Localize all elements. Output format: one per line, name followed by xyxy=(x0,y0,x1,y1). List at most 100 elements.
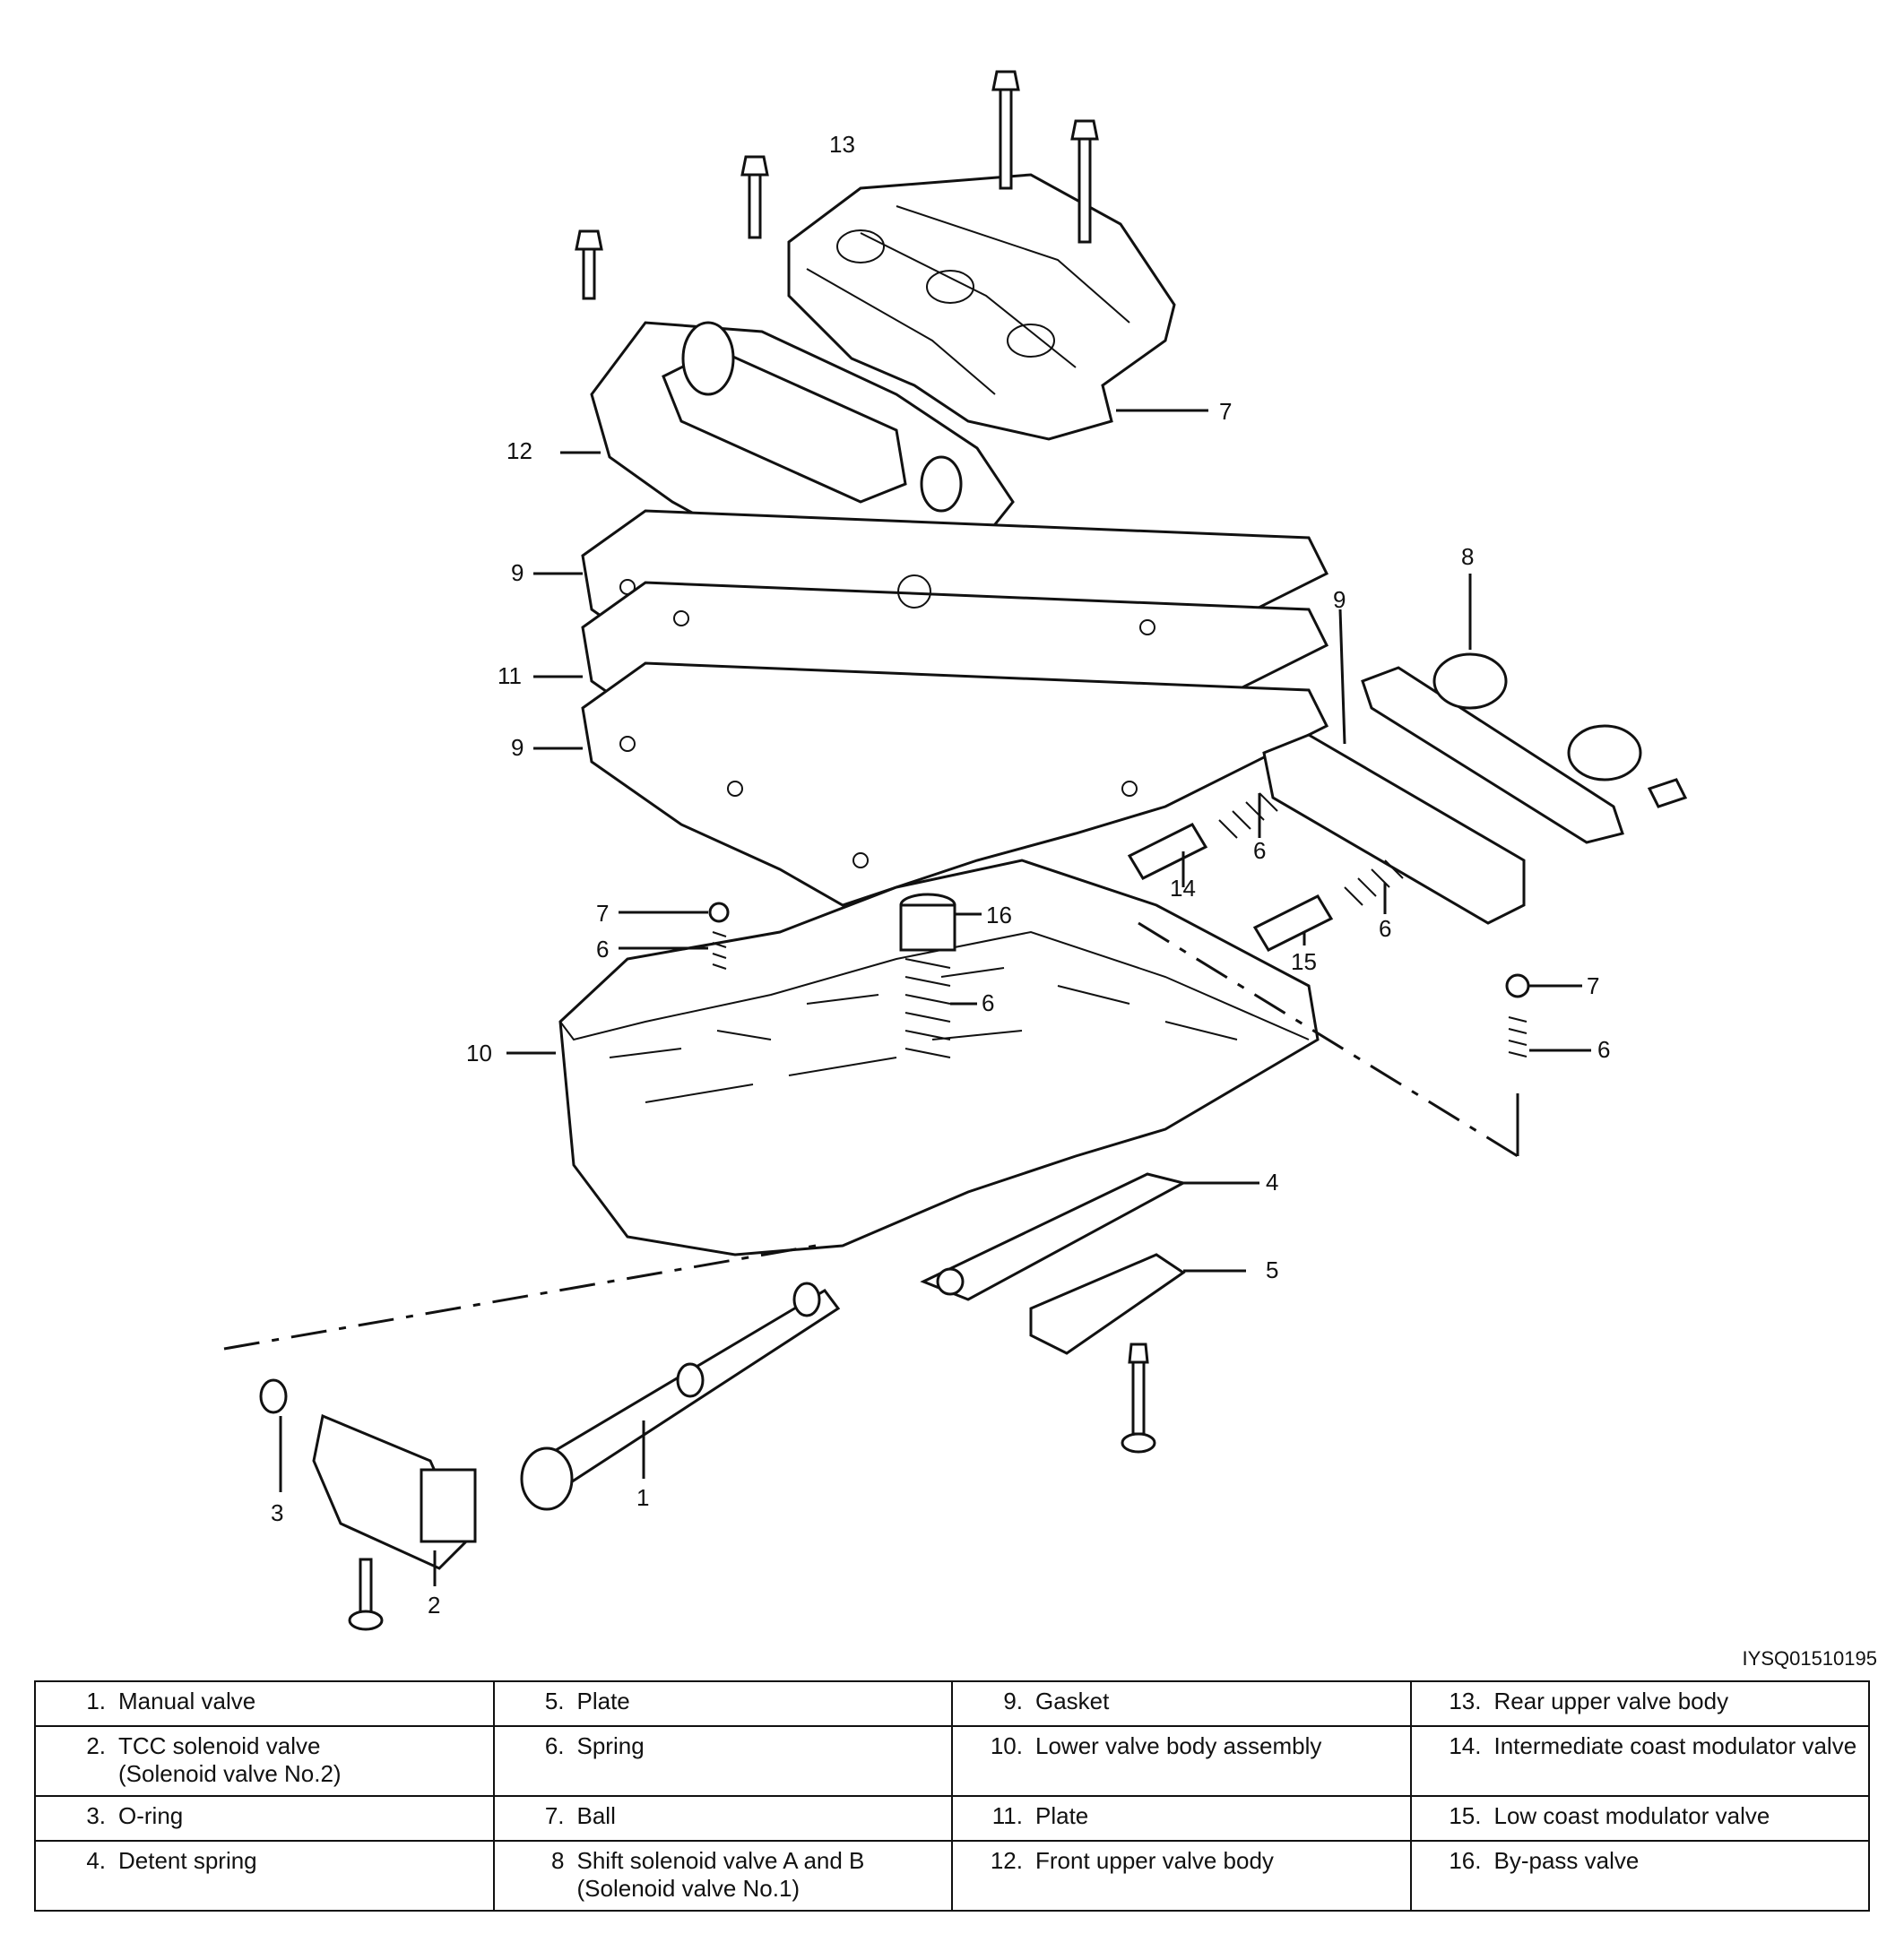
legend-item-label: Ball xyxy=(577,1802,616,1830)
legend-item-text: Ball xyxy=(576,1802,616,1829)
legend-item-number: 9. xyxy=(1003,1688,1023,1714)
legend-item-label: Low coast modulator valve xyxy=(1494,1802,1770,1830)
legend-item-label: Lower valve body assembly xyxy=(1035,1732,1321,1760)
legend-row: 2.TCC solenoid valve(Solenoid valve No.2… xyxy=(34,1725,1870,1797)
legend-cell: 13. Rear upper valve body xyxy=(1409,1680,1870,1727)
callout-6: 6 xyxy=(596,936,609,963)
callout-4: 4 xyxy=(1266,1169,1278,1196)
legend-cell: 4. Detent spring xyxy=(34,1840,495,1912)
legend-item-text: Front upper valve body xyxy=(1035,1847,1274,1874)
legend-item-text: Manual valve xyxy=(118,1688,256,1714)
figure-code: IYSQ01510195 xyxy=(1742,1647,1877,1670)
solenoid-gasket xyxy=(1262,733,1526,925)
callout-2: 2 xyxy=(428,1592,440,1619)
legend-item-label: By-pass valve xyxy=(1494,1847,1640,1875)
callout-5: 5 xyxy=(1266,1256,1278,1283)
manual-valve xyxy=(520,1282,841,1511)
legend-cell: 16.By-pass valve xyxy=(1409,1840,1870,1912)
callout-12: 12 xyxy=(506,437,532,464)
legend-item-label: Detent spring xyxy=(118,1847,257,1875)
legend-cell: 6. Spring xyxy=(492,1725,953,1797)
legend-item-label: Gasket xyxy=(1035,1688,1109,1715)
bypass-valve-and-spring xyxy=(899,893,956,1058)
callout-11: 11 xyxy=(498,662,522,689)
legend-item-label: Shift solenoid valve A and B(Solenoid va… xyxy=(577,1847,865,1903)
legend-item-text: Lower valve body assembly xyxy=(1035,1732,1322,1759)
legend-item-number: 6. xyxy=(544,1732,565,1759)
legend-item-text: By-pass valve xyxy=(1493,1847,1640,1874)
legend-item-text: Intermediate coast modulator valve xyxy=(1493,1732,1857,1759)
legend-cell: 2.TCC solenoid valve(Solenoid valve No.2… xyxy=(34,1725,495,1797)
leader-lines xyxy=(279,409,1591,1586)
legend-item-text: Spring xyxy=(576,1732,645,1759)
legend-cell: 14. Intermediate coast modulator valve xyxy=(1409,1725,1870,1797)
o-ring xyxy=(259,1378,288,1414)
callout-15: 15 xyxy=(1291,948,1317,975)
legend-cell: 7. Ball xyxy=(492,1795,953,1842)
legend-item-text: Low coast modulator valve xyxy=(1493,1802,1770,1829)
bolts-top xyxy=(575,70,1099,300)
exploded-valve-body-diagram: 13 12 7 9 11 9 8 9 6 14 6 15 7 16 6 6 7 … xyxy=(223,70,1688,1631)
legend-item-number: 14. xyxy=(1449,1732,1482,1759)
callout-labels: 13 12 7 9 11 9 8 9 6 14 6 15 7 16 6 6 7 … xyxy=(271,131,1610,1619)
legend-item-number: 13. xyxy=(1449,1688,1482,1714)
legend-item-text: TCC solenoid valve xyxy=(118,1732,321,1759)
legend-cell: 1. Manual valve xyxy=(34,1680,495,1727)
parts-legend: 1. Manual valve 5. Plate 9. Gasket 13. Rear upp… xyxy=(34,1680,1870,1912)
callout-7: 7 xyxy=(1219,398,1232,425)
gasket-holes xyxy=(619,574,1155,868)
callout-8: 8 xyxy=(1461,543,1474,570)
legend-item-label: O-ring xyxy=(118,1802,183,1830)
ball-and-spring-left xyxy=(708,902,730,970)
callout-1: 1 xyxy=(636,1484,649,1511)
legend-item-number: 1. xyxy=(86,1688,106,1714)
callout-6: 6 xyxy=(1253,837,1266,864)
callout-9: 9 xyxy=(511,559,524,586)
legend-item-text: Gasket xyxy=(1035,1688,1110,1714)
legend-item-text: Plate xyxy=(576,1688,630,1714)
legend-item-label: Rear upper valve body xyxy=(1494,1688,1729,1715)
legend-item-text: Detent spring xyxy=(118,1847,257,1874)
legend-cell: 9. Gasket xyxy=(951,1680,1412,1727)
legend-item-label: Manual valve xyxy=(118,1688,255,1715)
legend-cell: 8 Shift solenoid valve A and B(Solenoid v… xyxy=(492,1840,953,1912)
legend-item-text: O-ring xyxy=(118,1802,184,1829)
callout-6: 6 xyxy=(1597,1036,1610,1063)
legend-row: 1. Manual valve 5. Plate 9. Gasket 13. Rear upp… xyxy=(34,1680,1870,1727)
plate-5 xyxy=(1029,1253,1186,1454)
callout-6: 6 xyxy=(1379,915,1391,942)
legend-item-number: 4. xyxy=(86,1847,106,1874)
callout-16: 16 xyxy=(986,902,1012,928)
legend-body: 1. Manual valve 5. Plate 9. Gasket 13. Rear upp… xyxy=(34,1680,1870,1912)
legend-item-number: 11. xyxy=(991,1802,1023,1829)
legend-item-text: Shift solenoid valve A and B xyxy=(576,1847,865,1874)
legend-cell: 3. O-ring xyxy=(34,1795,495,1842)
legend-cell: 12.Front upper valve body xyxy=(951,1840,1412,1912)
modulator-valves xyxy=(1127,792,1404,952)
legend-item-number: 7. xyxy=(544,1802,565,1829)
shift-solenoid-valves xyxy=(1361,652,1688,844)
callout-7: 7 xyxy=(1587,972,1599,999)
legend-item-number: 10. xyxy=(990,1732,1023,1759)
legend-cell: 15. Low coast modulator valve xyxy=(1409,1795,1870,1842)
legend-item-label: Plate xyxy=(577,1688,630,1715)
callout-7: 7 xyxy=(596,900,609,927)
ball-and-spring-right xyxy=(1505,973,1530,1156)
legend-row: 3. O-ring 7. Ball 11.Plate 15. Low coast modul… xyxy=(34,1795,1870,1842)
legend-item-label: Spring xyxy=(577,1732,645,1760)
assembly-line-right xyxy=(1138,921,1519,1158)
legend-item-number: 15. xyxy=(1449,1802,1482,1829)
legend-row: 4. Detent spring 8 Shift solenoid valve A a… xyxy=(34,1840,1870,1912)
legend-cell: 10. Lower valve body assembly xyxy=(951,1725,1412,1797)
legend-item-number: 8 xyxy=(551,1847,565,1874)
callout-10: 10 xyxy=(466,1040,492,1066)
legend-item-number: 5. xyxy=(544,1688,565,1714)
legend-item-number: 2. xyxy=(86,1732,106,1759)
legend-cell: 11.Plate xyxy=(951,1795,1412,1842)
callout-14: 14 xyxy=(1170,875,1196,902)
assembly-line-left xyxy=(223,1244,817,1351)
tcc-solenoid-valve xyxy=(312,1413,477,1570)
callout-3: 3 xyxy=(271,1499,283,1526)
legend-item-label: Front upper valve body xyxy=(1035,1847,1274,1875)
legend-item-number: 3. xyxy=(86,1802,106,1829)
